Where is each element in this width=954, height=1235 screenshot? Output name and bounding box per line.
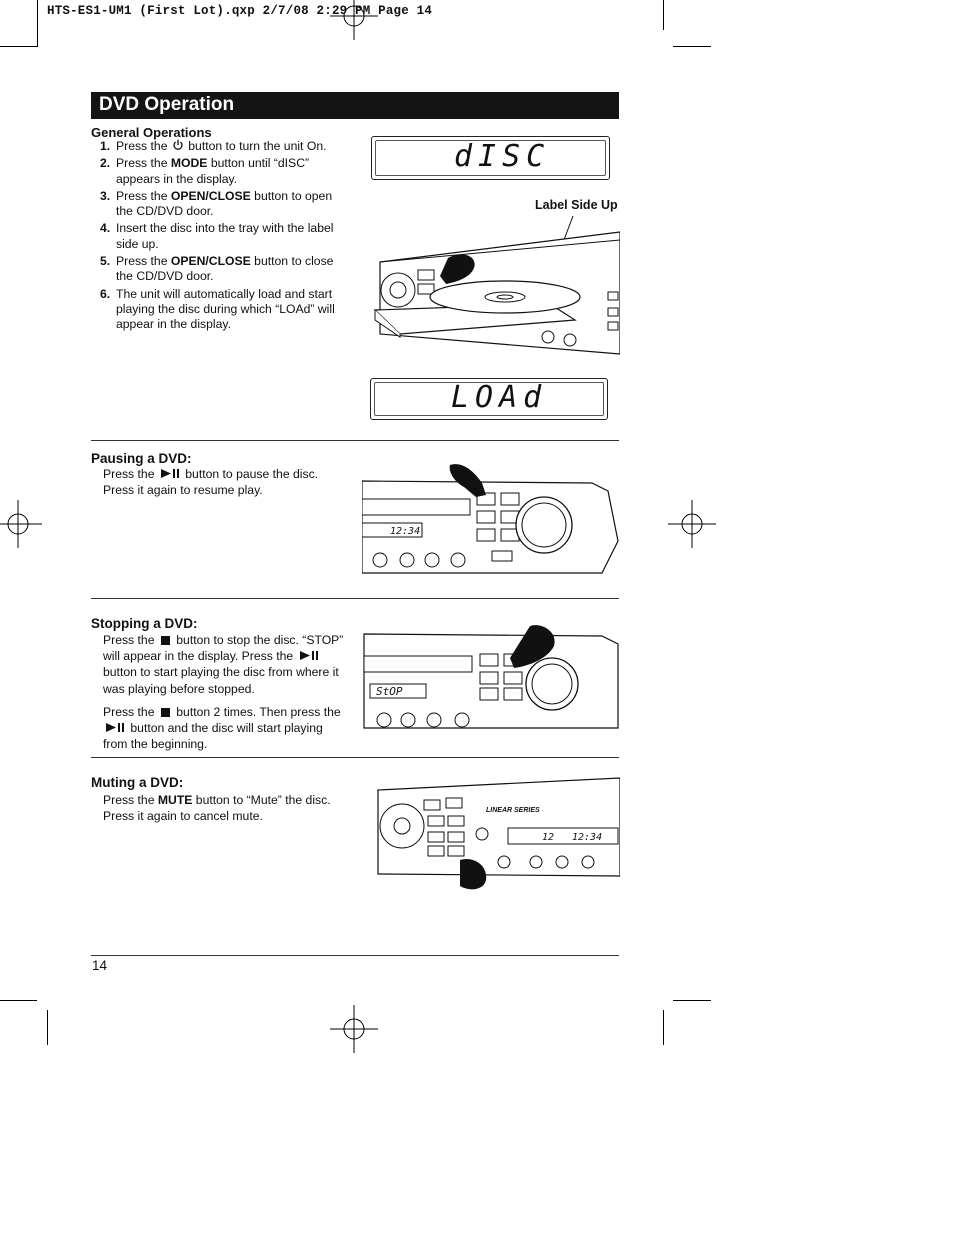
pausing-heading: Pausing a DVD: <box>91 451 192 466</box>
lcd-text: dISC <box>454 139 551 174</box>
lcd-clock: 12:34 <box>390 526 420 537</box>
lcd-clock: 12:34 <box>572 832 602 843</box>
registration-mark-icon <box>0 500 42 548</box>
crop-mark <box>47 1010 48 1045</box>
stopping-heading: Stopping a DVD: <box>91 616 198 631</box>
power-icon <box>173 139 183 150</box>
crop-mark <box>663 0 664 30</box>
play-pause-icon <box>299 651 318 661</box>
pausing-text: Press the button to pause the disc. Pres… <box>103 467 319 498</box>
list-item: 2.Press the MODE button until “dISC” app… <box>100 156 310 186</box>
stop-button-illustration: StOP <box>363 625 619 729</box>
stopping-text-2: Press the button 2 times. Then press the… <box>103 705 341 752</box>
lcd-text: LOAd <box>451 380 548 415</box>
muting-text: Press the MUTE button to “Mute” the disc… <box>103 793 331 824</box>
registration-mark-icon <box>668 500 716 548</box>
pause-button-illustration: 12:34 <box>362 464 619 574</box>
crop-mark <box>0 46 37 47</box>
print-slug: HTS-ES1-UM1 (First Lot).qxp 2/7/08 2:29 … <box>47 4 433 18</box>
crop-mark <box>673 1000 711 1001</box>
crop-mark <box>37 0 38 47</box>
list-item: 3.Press the OPEN/CLOSE button to open th… <box>100 188 333 219</box>
list-item: 5.Press the OPEN/CLOSE button to close t… <box>100 254 334 284</box>
list-item: 4.Insert the disc into the tray with the… <box>100 221 334 251</box>
stopping-text-1: Press the button to stop the disc. “STOP… <box>103 633 344 696</box>
muting-heading: Muting a DVD: <box>91 775 184 790</box>
section-divider <box>91 757 619 758</box>
mute-button-illustration: LINEAR SERIES 12 12:34 <box>377 777 620 890</box>
dvd-tray-illustration <box>373 215 620 355</box>
crop-mark <box>0 1000 37 1001</box>
registration-mark-icon <box>330 0 378 40</box>
section-divider <box>91 598 619 599</box>
lcd-stop-text: StOP <box>376 685 403 698</box>
list-item: 6.The unit will automatically load and s… <box>100 286 335 332</box>
footer-rule <box>91 955 619 956</box>
general-steps-list: 1.Press the button to turn the unit On. … <box>100 139 350 335</box>
general-operations-heading: General Operations <box>91 125 212 140</box>
section-divider <box>91 440 619 441</box>
play-pause-icon <box>106 723 124 733</box>
stop-icon <box>160 636 170 645</box>
list-item: 1.Press the button to turn the unit On. <box>100 139 327 153</box>
stop-icon <box>160 708 170 717</box>
play-pause-icon <box>160 469 179 478</box>
crop-mark <box>673 46 711 47</box>
page-title: DVD Operation <box>99 94 235 115</box>
page-number: 14 <box>92 958 108 973</box>
lcd-display-disc: dISC <box>371 136 610 180</box>
section-title-bar: DVD Operation <box>91 92 619 119</box>
registration-mark-icon <box>330 1005 378 1053</box>
lcd-track: 12 <box>542 832 554 843</box>
label-side-up-callout: Label Side Up <box>535 198 618 212</box>
lcd-display-load: LOAd <box>370 378 608 420</box>
brand-logo: LINEAR SERIES <box>486 807 540 814</box>
crop-mark <box>663 1010 664 1045</box>
